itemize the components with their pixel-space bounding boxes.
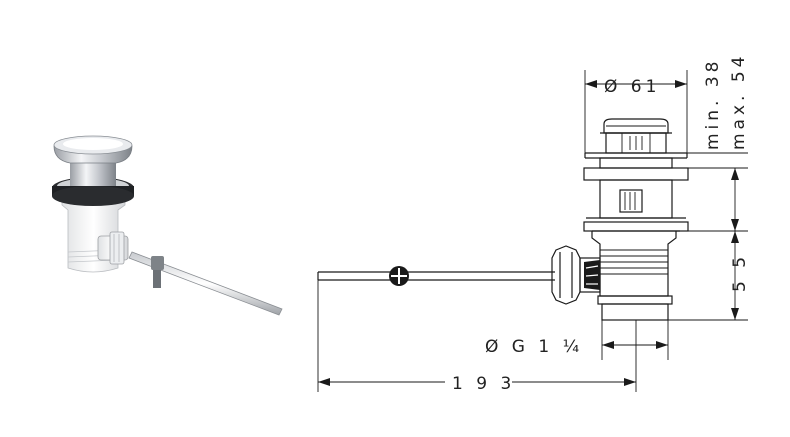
height-max-label: max. 54 xyxy=(729,53,749,150)
dim-heights xyxy=(668,152,748,321)
lower-height-label: 5 5 xyxy=(730,253,750,292)
lever-connector xyxy=(97,231,129,265)
plug-cap xyxy=(600,118,672,154)
dim-top-diameter xyxy=(584,70,688,153)
top-diameter-label: Ø 61 xyxy=(604,77,660,97)
lever-nut xyxy=(551,245,601,305)
drain-drawing: Ø 61 min. 38 max. 54 5 5 Ø G 1 ¼ xyxy=(317,53,750,394)
thread-label: Ø G 1 ¼ xyxy=(485,337,583,357)
dim-rod-length xyxy=(317,280,637,392)
product-illustration xyxy=(52,135,283,316)
rod-knob xyxy=(389,266,409,286)
rod-length-label: 1 9 3 xyxy=(452,374,515,394)
dim-thread xyxy=(601,320,669,360)
drain-body-lower xyxy=(591,231,677,321)
drain-body-upper xyxy=(583,179,689,232)
drain-flange xyxy=(583,152,689,181)
rod-clamp xyxy=(151,256,164,288)
lever-rod xyxy=(128,251,283,316)
height-min-label: min. 38 xyxy=(703,58,723,151)
chrome-cap xyxy=(53,135,133,164)
